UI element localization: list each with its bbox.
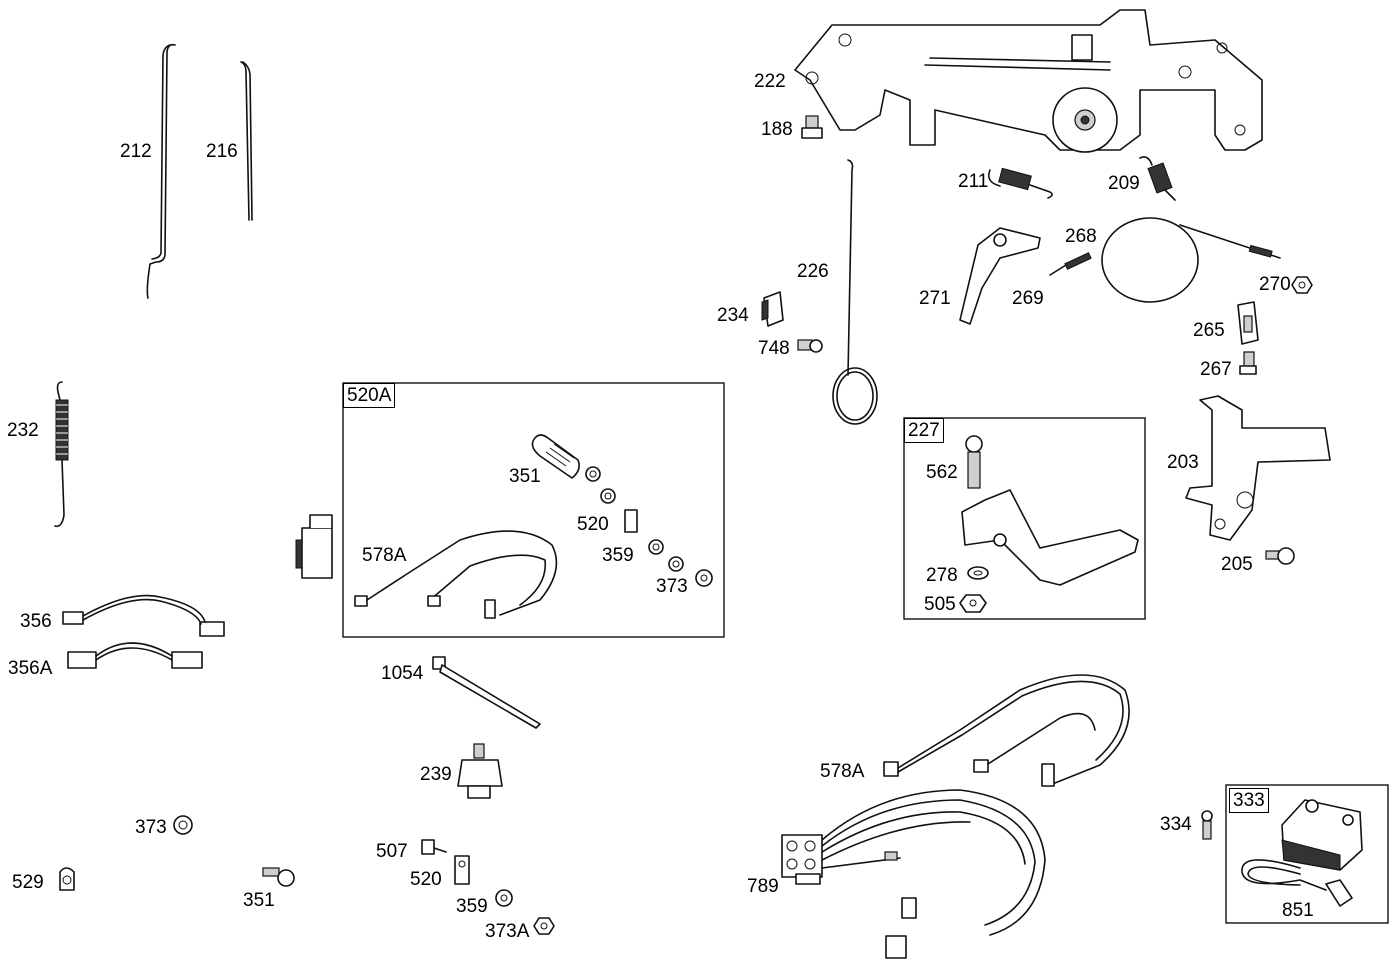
label-222: 222 [754, 71, 786, 92]
part-578A-wire-harness [883, 674, 1130, 787]
part-232-spring [54, 381, 69, 528]
label-789: 789 [747, 876, 779, 897]
label-232: 232 [7, 420, 39, 441]
label-529: 529 [12, 872, 44, 893]
label-267: 267 [1200, 359, 1232, 380]
label-333-kit: 333 [1229, 788, 1269, 813]
part-227-lever [961, 489, 1139, 586]
kit-520A-frame [342, 382, 725, 638]
label-188: 188 [761, 119, 793, 140]
part-789-wire-harness [781, 789, 1046, 959]
label-265: 265 [1193, 320, 1225, 341]
label-203: 203 [1167, 452, 1199, 473]
part-239-switch [457, 743, 503, 799]
label-227-kit: 227 [904, 418, 944, 443]
label-356A: 356A [8, 658, 53, 679]
label-562: 562 [926, 462, 958, 483]
label-507: 507 [376, 841, 408, 862]
label-1054: 1054 [381, 663, 424, 684]
part-203-bracket [1185, 395, 1331, 541]
part-1054-cable-tie [432, 656, 541, 729]
label-351-kit: 351 [509, 466, 541, 487]
label-268: 268 [1065, 226, 1097, 247]
part-351-bolt [262, 867, 295, 887]
part-578A-wire-kit [354, 530, 558, 619]
label-239: 239 [420, 764, 452, 785]
part-333-ignition-coil [1281, 799, 1363, 871]
part-373-nut [173, 815, 193, 835]
label-211: 211 [958, 171, 989, 192]
label-373: 373 [135, 817, 167, 838]
part-226-choke-wire [832, 159, 878, 425]
part-234-clip [761, 291, 784, 327]
part-520-terminal [454, 855, 470, 885]
part-359-washer [495, 889, 513, 907]
label-520A-kit: 520A [343, 383, 396, 408]
label-205: 205 [1221, 554, 1253, 575]
label-520: 520 [410, 869, 442, 890]
label-373-kit: 373 [656, 576, 688, 597]
part-507-screw [421, 839, 447, 855]
label-373A: 373A [485, 921, 530, 942]
label-269: 269 [1012, 288, 1044, 309]
label-351: 351 [243, 890, 275, 911]
label-578A-kit: 578A [362, 545, 407, 566]
part-505-nut [959, 594, 987, 613]
part-271-lever [959, 227, 1041, 325]
part-851-spark-boot [1241, 859, 1353, 907]
label-278: 278 [926, 565, 958, 586]
label-209: 209 [1108, 173, 1140, 194]
label-270: 270 [1259, 274, 1291, 295]
part-washers-kit [585, 466, 713, 587]
part-562-screw [965, 435, 983, 489]
part-265-clamp [1237, 301, 1259, 345]
part-334-screw [1201, 810, 1213, 840]
part-356A-harness [67, 642, 203, 669]
part-278-washer [967, 566, 989, 580]
label-851: 851 [1282, 900, 1314, 921]
part-373A-nut [533, 917, 555, 935]
part-205-bolt [1265, 547, 1295, 565]
label-359-kit: 359 [602, 545, 634, 566]
label-212: 212 [120, 141, 152, 162]
label-334: 334 [1160, 814, 1192, 835]
label-356: 356 [20, 611, 52, 632]
label-234: 234 [717, 305, 749, 326]
label-216: 216 [206, 141, 238, 162]
part-529-clip [59, 867, 75, 891]
part-270-nut [1291, 276, 1313, 294]
part-269-cable-end [1049, 252, 1092, 276]
label-578A: 578A [820, 761, 865, 782]
part-356-harness [62, 594, 225, 637]
label-226: 226 [797, 261, 829, 282]
part-211-spring [987, 167, 1053, 199]
part-267-screw [1239, 351, 1257, 375]
part-222-control-bracket [794, 9, 1263, 153]
part-351-bolt-kit [531, 434, 580, 479]
kit-333-frame [1225, 784, 1389, 924]
part-bracket-left [295, 514, 333, 579]
label-505: 505 [924, 594, 956, 615]
label-359: 359 [456, 896, 488, 917]
label-748: 748 [758, 338, 790, 359]
label-271: 271 [919, 288, 951, 309]
part-748-screw [797, 339, 823, 353]
label-520-kit: 520 [577, 514, 609, 535]
kit-227-frame [903, 417, 1146, 620]
part-188-bolt [801, 115, 823, 139]
part-268-cable [1101, 217, 1281, 303]
part-216-rod [240, 61, 253, 221]
part-209-spring [1139, 156, 1176, 201]
part-212-rod [146, 43, 176, 299]
